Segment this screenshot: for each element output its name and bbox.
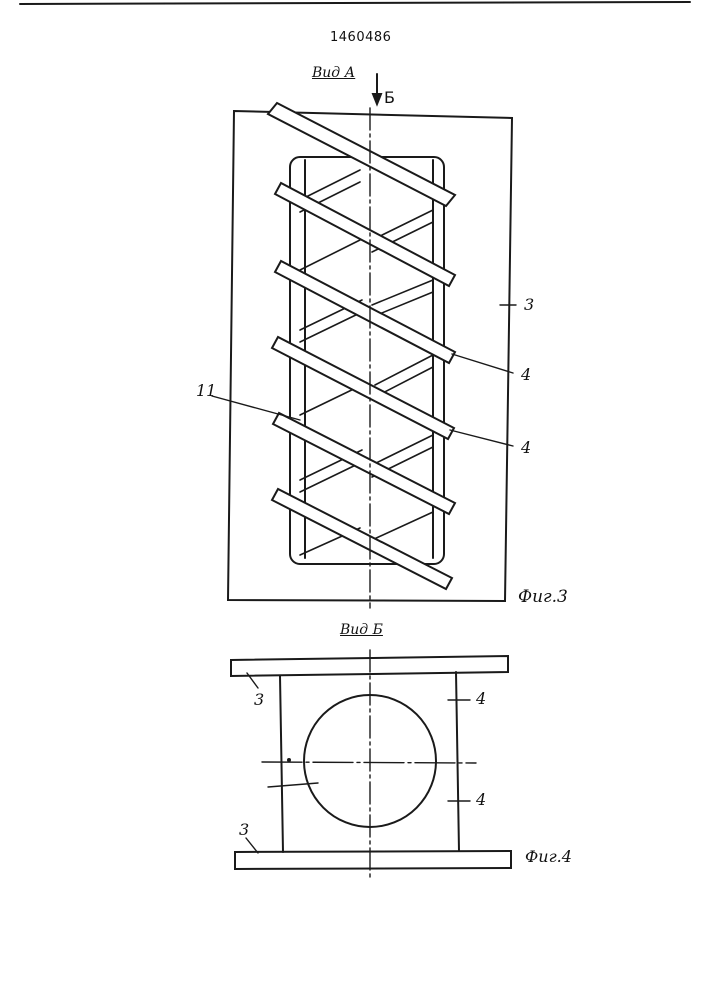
fig3-label-part11: 11 <box>196 381 216 400</box>
leader-4-lower <box>450 430 513 446</box>
fig3-bar-3 <box>275 261 455 363</box>
leader-bore <box>268 783 318 787</box>
fig4-post-right <box>456 672 459 851</box>
fig4-bottom-plate <box>235 851 511 869</box>
fig3-bar-2 <box>275 183 455 286</box>
fig3-bar-6 <box>272 489 452 589</box>
fig3-caption: Фиг.3 <box>518 587 568 607</box>
sheet-top-border <box>20 2 690 4</box>
leader-4-upper <box>452 354 513 373</box>
fig3-label-housing: 3 <box>524 295 534 314</box>
fig4-horizontal-axis <box>262 762 476 763</box>
fig4-caption: Фиг.4 <box>525 847 572 866</box>
fig4-post-left <box>280 676 283 852</box>
fig4-label-plate-bottom: 3 <box>239 820 249 839</box>
leader-plate-bottom <box>246 838 258 853</box>
fig3-arrow-head <box>373 94 381 104</box>
fig3-view-label: Вид А <box>312 65 355 81</box>
fig3-label-bar-upper: 4 <box>521 365 531 384</box>
fig3-label-bar-lower: 4 <box>521 438 531 457</box>
leader-11 <box>212 396 300 420</box>
fig3-bars <box>268 103 455 589</box>
fig3-arrow-label: Б <box>384 88 395 107</box>
fig4-view-label: Вид Б <box>340 622 383 638</box>
fig4-label-post-upper: 4 <box>476 689 486 708</box>
fig4-label-plate-top: 3 <box>254 690 264 709</box>
patent-number: 1460486 <box>330 30 391 45</box>
fig4-label-post-lower: 4 <box>476 790 486 809</box>
fig4-dot <box>287 758 291 762</box>
fig3-leaders <box>212 305 516 446</box>
